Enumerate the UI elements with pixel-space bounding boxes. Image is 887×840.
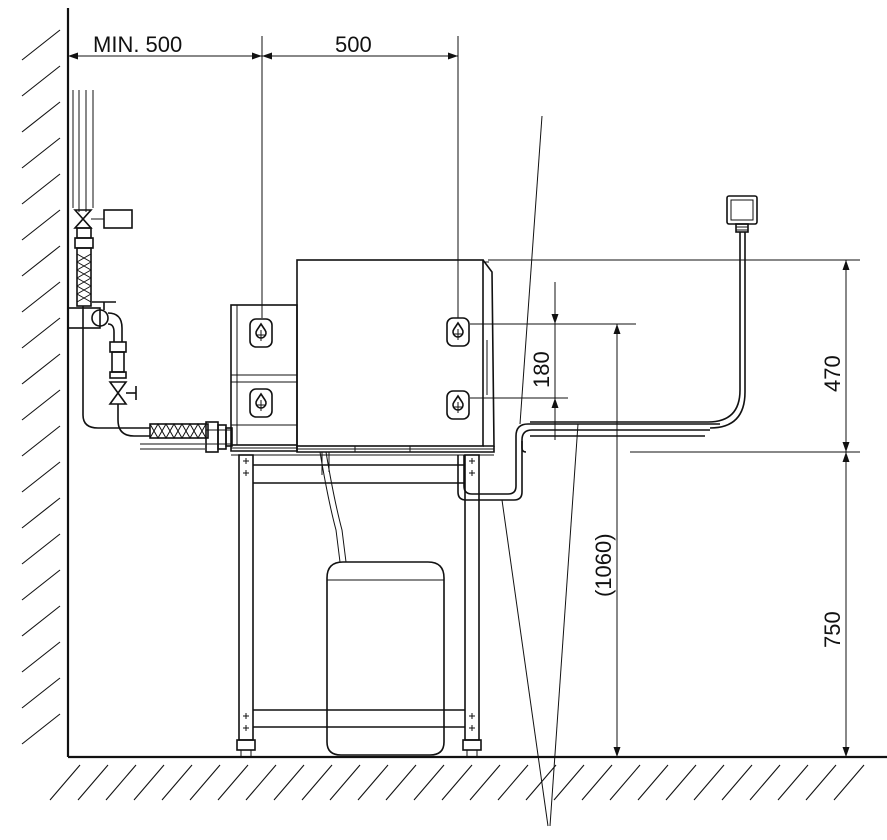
hatch-line [21, 677, 61, 709]
hatch-line [21, 317, 61, 349]
dim-center-spacing: 500 [335, 32, 372, 57]
hatch-line [749, 764, 781, 801]
floor [49, 755, 887, 801]
wall-hatching [21, 29, 61, 745]
hatch-line [49, 764, 81, 801]
hatch-line [21, 497, 61, 529]
hatch-line [189, 764, 221, 801]
machine-body [296, 259, 495, 453]
hatch-line [21, 713, 61, 745]
hatch-line [581, 764, 613, 801]
machine-stand [231, 454, 494, 757]
hatch-line [21, 461, 61, 493]
hatch-line [329, 764, 361, 801]
dim-machine-height: 470 [820, 355, 845, 392]
hatch-line [301, 764, 333, 801]
electrical-connection [530, 195, 758, 429]
hatch-line [21, 65, 61, 97]
hatch-line [665, 764, 697, 801]
mount-hole-icon [446, 317, 470, 347]
hatch-line [609, 764, 641, 801]
detergent-canister [319, 451, 445, 756]
hatch-line [721, 764, 753, 801]
hatch-line [21, 173, 61, 205]
water-supply-assembly [67, 90, 233, 453]
hatch-line [21, 389, 61, 421]
mount-symbols [249, 317, 470, 420]
hatch-line [21, 281, 61, 313]
stand-foot-icon [236, 739, 256, 751]
hatch-line [385, 764, 417, 801]
hatch-line [21, 245, 61, 277]
hatch-line [525, 764, 557, 801]
stand-foot-icon [462, 739, 482, 751]
hatch-line [805, 764, 837, 801]
hatch-line [21, 353, 61, 385]
hatch-line [217, 764, 249, 801]
hatch-line [21, 569, 61, 601]
hatch-line [133, 764, 165, 801]
solenoid-coil-icon [103, 209, 133, 229]
mount-hole-icon [249, 388, 273, 418]
hatch-line [497, 764, 529, 801]
hatch-line [21, 425, 61, 457]
dim-stand-height: 750 [820, 611, 845, 648]
hatch-line [553, 764, 585, 801]
wall [21, 8, 70, 757]
hatch-line [21, 533, 61, 565]
hatch-line [21, 641, 61, 673]
hatch-line [21, 605, 61, 637]
mount-hole-icon [446, 390, 470, 420]
dosing-unit [230, 304, 298, 452]
hatch-line [413, 764, 445, 801]
hatch-line [833, 764, 865, 801]
hatch-line [21, 209, 61, 241]
drain-pipe [457, 423, 720, 501]
hatch-line [21, 101, 61, 133]
braided-hose-icon [76, 247, 92, 307]
hatch-line [693, 764, 725, 801]
ball-valve-icon [108, 381, 128, 405]
hatch-line [469, 764, 501, 801]
hatch-line [245, 764, 277, 801]
hatch-line [273, 764, 305, 801]
dimensions: MIN. 500 500 180 (1060) 470 750 [68, 32, 860, 827]
hatch-line [637, 764, 669, 801]
hatch-line [105, 764, 137, 801]
dim-vertical-spacing: 180 [529, 351, 554, 388]
hatch-line [21, 29, 61, 61]
hatch-line [21, 137, 61, 169]
hatch-line [161, 764, 193, 801]
solenoid-valve-icon [73, 209, 93, 229]
hatch-line [77, 764, 109, 801]
hatch-line [441, 764, 473, 801]
mount-hole-icon [249, 318, 273, 348]
hatch-line [777, 764, 809, 801]
dim-total-height: (1060) [591, 533, 616, 597]
hatch-line [357, 764, 389, 801]
floor-hatching [49, 764, 865, 801]
dim-wall-clearance: MIN. 500 [93, 32, 182, 57]
